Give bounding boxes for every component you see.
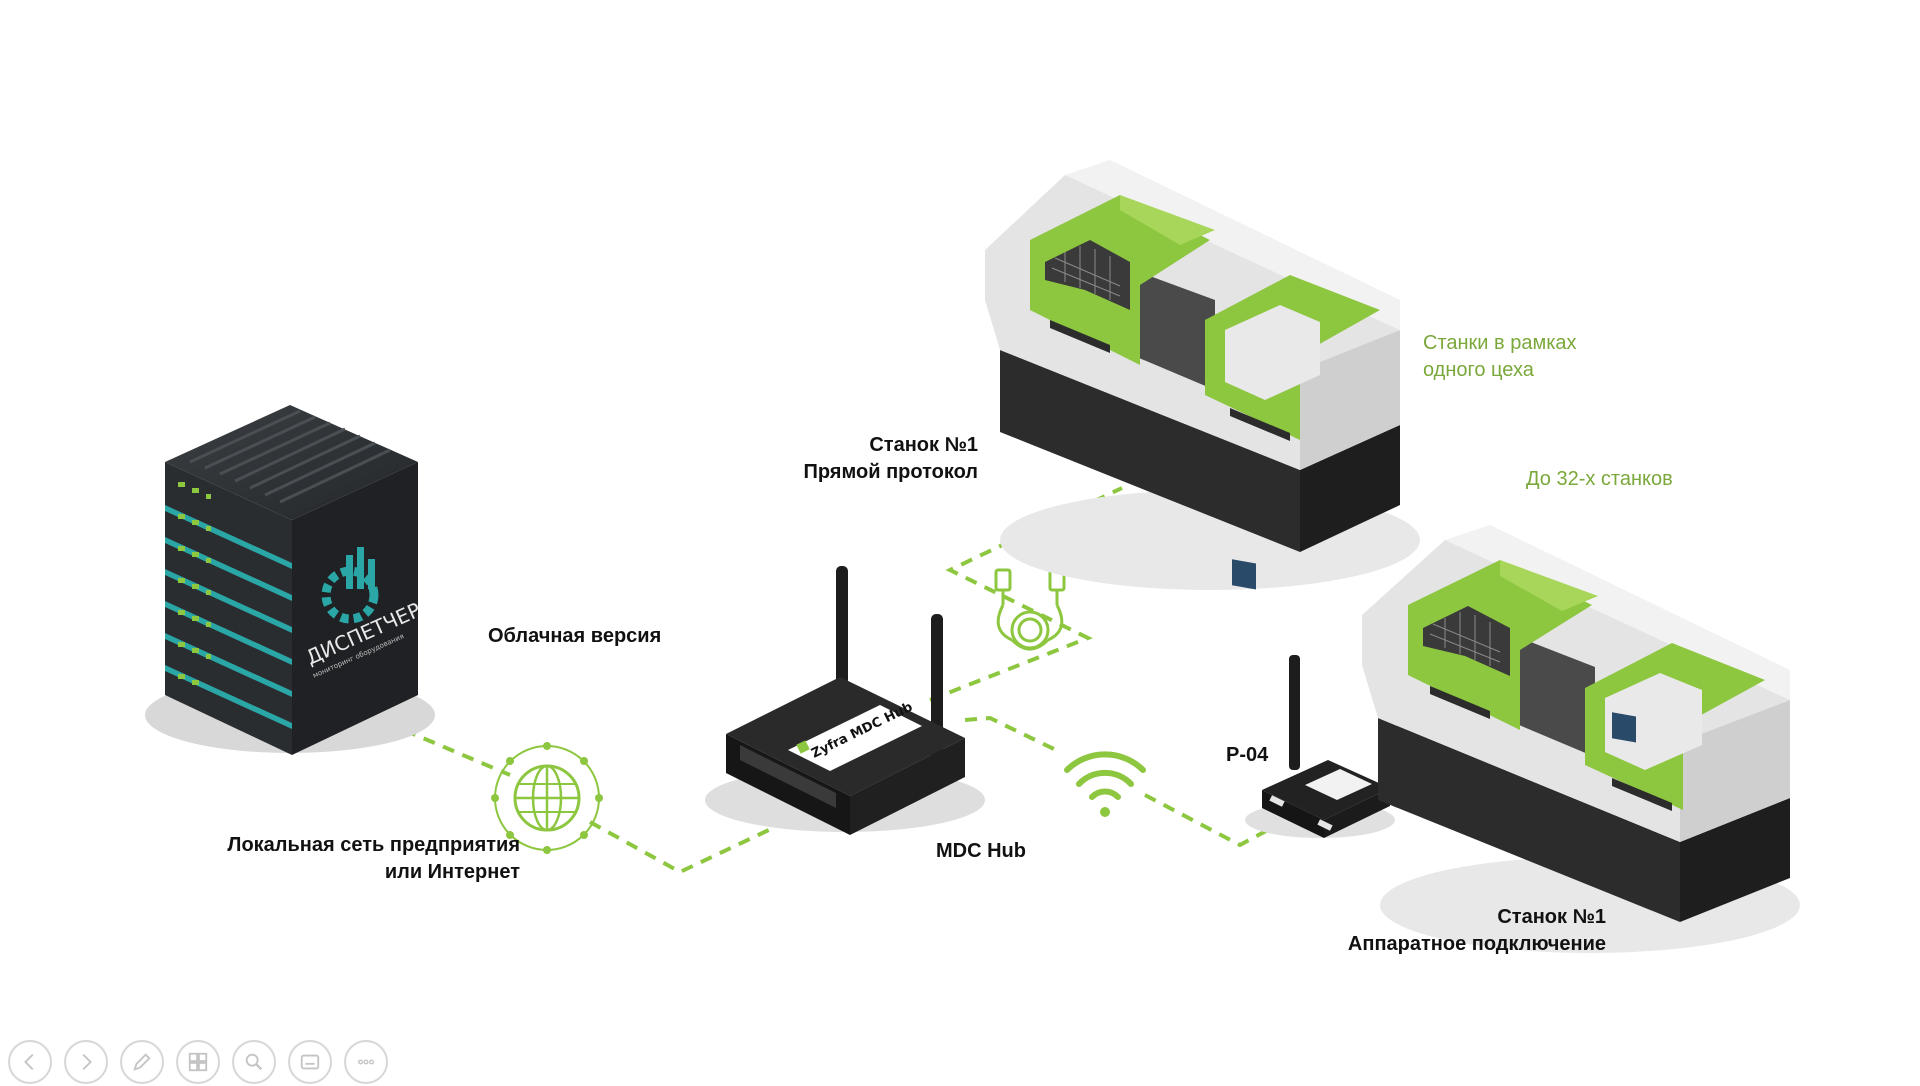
pen-icon <box>133 1053 151 1071</box>
up-to-32-label: До 32-х станков <box>1526 468 1673 490</box>
ethernet-cable-icon <box>994 568 1066 651</box>
arrow-right-icon <box>82 1054 92 1070</box>
p04-module <box>1245 655 1395 838</box>
cnc-machine-bottom <box>1362 525 1800 953</box>
machine1-hw-title: Станок №1 <box>1497 906 1606 928</box>
line-hub-to-wifi <box>964 715 1061 754</box>
same-shop-label: Станки в рамках одного цеха <box>1423 330 1577 384</box>
previous-slide-button[interactable] <box>8 1040 52 1084</box>
p04-label: P-04 <box>1226 744 1269 766</box>
line-wifi-to-p04 <box>1144 793 1291 848</box>
line-globe-to-hub <box>589 818 791 875</box>
server-rack: ДИСПЕТЧЕР мониторинг оборудования <box>145 405 435 755</box>
slides-grid-icon <box>188 1052 208 1072</box>
lan-line1: Локальная сеть предприятия <box>227 834 520 856</box>
machine1-direct-title: Станок №1 <box>869 434 978 456</box>
zoom-icon <box>245 1053 263 1071</box>
machine1-hw-subtitle: Аппаратное подключение <box>1347 933 1606 955</box>
more-options-button[interactable] <box>344 1040 388 1084</box>
subtitles-icon <box>300 1054 320 1070</box>
line-hub-to-machine-direct <box>929 486 1123 702</box>
subtitles-button[interactable] <box>288 1040 332 1084</box>
globe-icon <box>491 742 603 854</box>
machine1-direct-subtitle: Прямой протокол <box>803 461 978 483</box>
wifi-icon <box>1064 751 1146 817</box>
machine1-hw-label: Станок №1 Аппаратное подключение <box>1300 904 1606 958</box>
lan-label: Локальная сеть предприятия или Интернет <box>200 832 520 886</box>
slideshow-toolbar <box>8 1038 388 1086</box>
more-options-icon <box>357 1059 375 1065</box>
same-shop-line1: Станки в рамках <box>1423 332 1577 354</box>
dispatcher-logo-icon <box>321 547 379 624</box>
pen-tool-button[interactable] <box>120 1040 164 1084</box>
same-shop-line2: одного цеха <box>1423 359 1534 381</box>
arrow-left-icon <box>24 1054 34 1070</box>
cnc-machine-top <box>985 160 1420 590</box>
mdc-hub-router: Zyfra MDC Hub <box>705 566 985 835</box>
cloud-version-label: Облачная версия <box>488 625 662 647</box>
slides-overview-button[interactable] <box>176 1040 220 1084</box>
next-slide-button[interactable] <box>64 1040 108 1084</box>
machine1-direct-label: Станок №1 Прямой протокол <box>760 432 978 486</box>
lan-line2: или Интернет <box>384 861 520 883</box>
mdc-hub-label: MDC Hub <box>936 840 1026 862</box>
zoom-button[interactable] <box>232 1040 276 1084</box>
